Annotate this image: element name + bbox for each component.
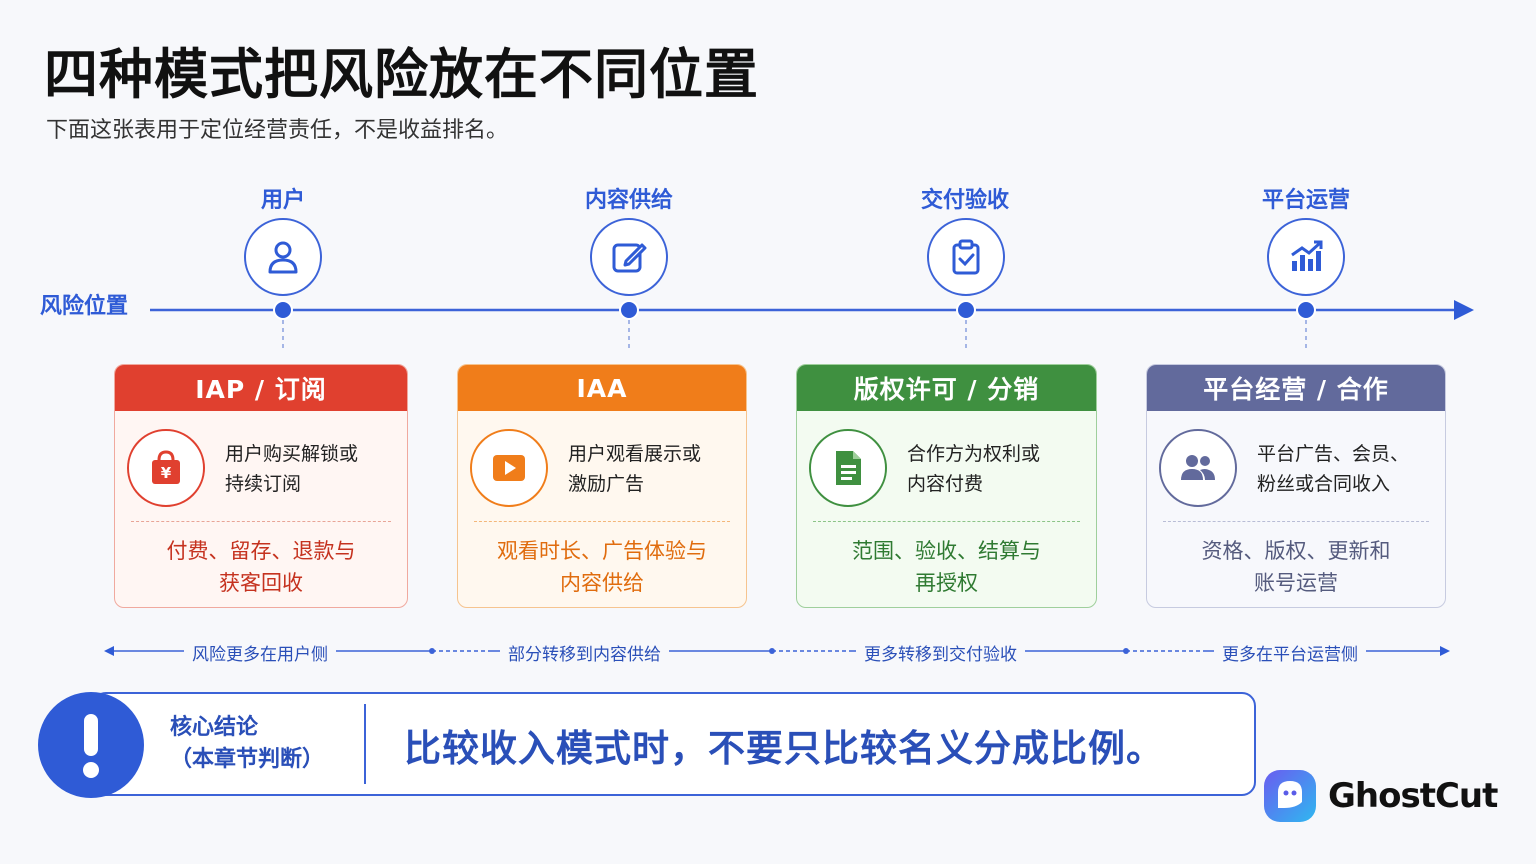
card-platform-cooperation: 平台经营 / 合作 平台广告、会员、 粉丝或合同收入 资格、版权、更新和 账号运… [1146, 364, 1446, 608]
card-title: 平台经营 / 合作 [1147, 365, 1445, 411]
stage-label: 平台运营 [1261, 188, 1350, 213]
conclusion-text: 比较收入模式时，不要只比较名义分成比例。 [404, 727, 1164, 770]
axis-dot [619, 300, 639, 320]
users-icon [1159, 429, 1237, 507]
card-divider [474, 521, 730, 522]
card-title: IAP / 订阅 [115, 365, 407, 411]
stage-platform: 平台运营 [1206, 182, 1406, 214]
card-description: 用户购买解锁或 持续订阅 [225, 443, 359, 495]
flow-label-platform-side: 更多在平台运营侧 [1214, 640, 1366, 665]
flow-arrow-left [104, 646, 114, 656]
flow-label-content-supply: 部分转移到内容供给 [500, 640, 669, 665]
page-title: 四种模式把风险放在不同位置 [44, 43, 759, 106]
card-iaa: IAA 用户观看展示或 激励广告 观看时长、广告体验与 内容供给 [457, 364, 747, 608]
card-risk-focus: 付费、留存、退款与 获客回收 [166, 539, 356, 595]
user-icon [244, 218, 322, 296]
card-divider [1163, 521, 1429, 522]
stage-user: 用户 [183, 182, 383, 214]
card-description: 用户观看展示或 激励广告 [568, 443, 702, 495]
conclusion-divider [364, 704, 366, 784]
flow-label-user-side: 风险更多在用户侧 [184, 640, 336, 665]
card-risk-focus: 资格、版权、更新和 账号运营 [1201, 539, 1391, 595]
ghost-icon [1264, 770, 1316, 822]
card-title: IAA [458, 365, 746, 411]
play-icon [470, 429, 548, 507]
axis-dot [956, 300, 976, 320]
card-divider [813, 521, 1080, 522]
stage-label: 内容供给 [584, 188, 673, 213]
card-description: 平台广告、会员、 粉丝或合同收入 [1257, 443, 1410, 495]
axis-arrowhead [1454, 300, 1474, 320]
conclusion-label: 核心结论 （本章节判断） [170, 715, 325, 772]
page-subtitle: 下面这张表用于定位经营责任，不是收益排名。 [46, 118, 509, 143]
exclamation-icon [38, 692, 144, 798]
axis-dot [1296, 300, 1316, 320]
document-icon [809, 429, 887, 507]
edit-icon [590, 218, 668, 296]
flow-arrow-right [1440, 646, 1450, 656]
card-divider [131, 521, 391, 522]
conclusion-box [92, 692, 1256, 796]
axis-label: 风险位置 [40, 294, 129, 319]
card-risk-focus: 观看时长、广告体验与 内容供给 [497, 539, 707, 595]
clipboard-check-icon [927, 218, 1005, 296]
brand-name: GhostCut [1328, 776, 1498, 816]
shopping-bag-yen-icon: ¥ [127, 429, 205, 507]
flow-label-delivery: 更多转移到交付验收 [856, 640, 1025, 665]
card-title: 版权许可 / 分销 [797, 365, 1096, 411]
stage-delivery: 交付验收 [865, 182, 1065, 214]
bar-chart-icon [1267, 218, 1345, 296]
axis-dot [273, 300, 293, 320]
brand-logo: GhostCut [1262, 768, 1498, 824]
card-iap-subscription: IAP / 订阅 ¥ 用户购买解锁或 持续订阅 付费、留存、退款与 获客回收 [114, 364, 408, 608]
card-description: 合作方为权利或 内容付费 [907, 443, 1041, 495]
stage-content-supply: 内容供给 [529, 182, 729, 214]
card-risk-focus: 范围、验收、结算与 再授权 [852, 539, 1041, 595]
card-licensing-distribution: 版权许可 / 分销 合作方为权利或 内容付费 范围、验收、结算与 再授权 [796, 364, 1097, 608]
stage-label: 用户 [260, 188, 305, 213]
stage-label: 交付验收 [920, 188, 1009, 213]
svg-text:¥: ¥ [161, 464, 172, 482]
